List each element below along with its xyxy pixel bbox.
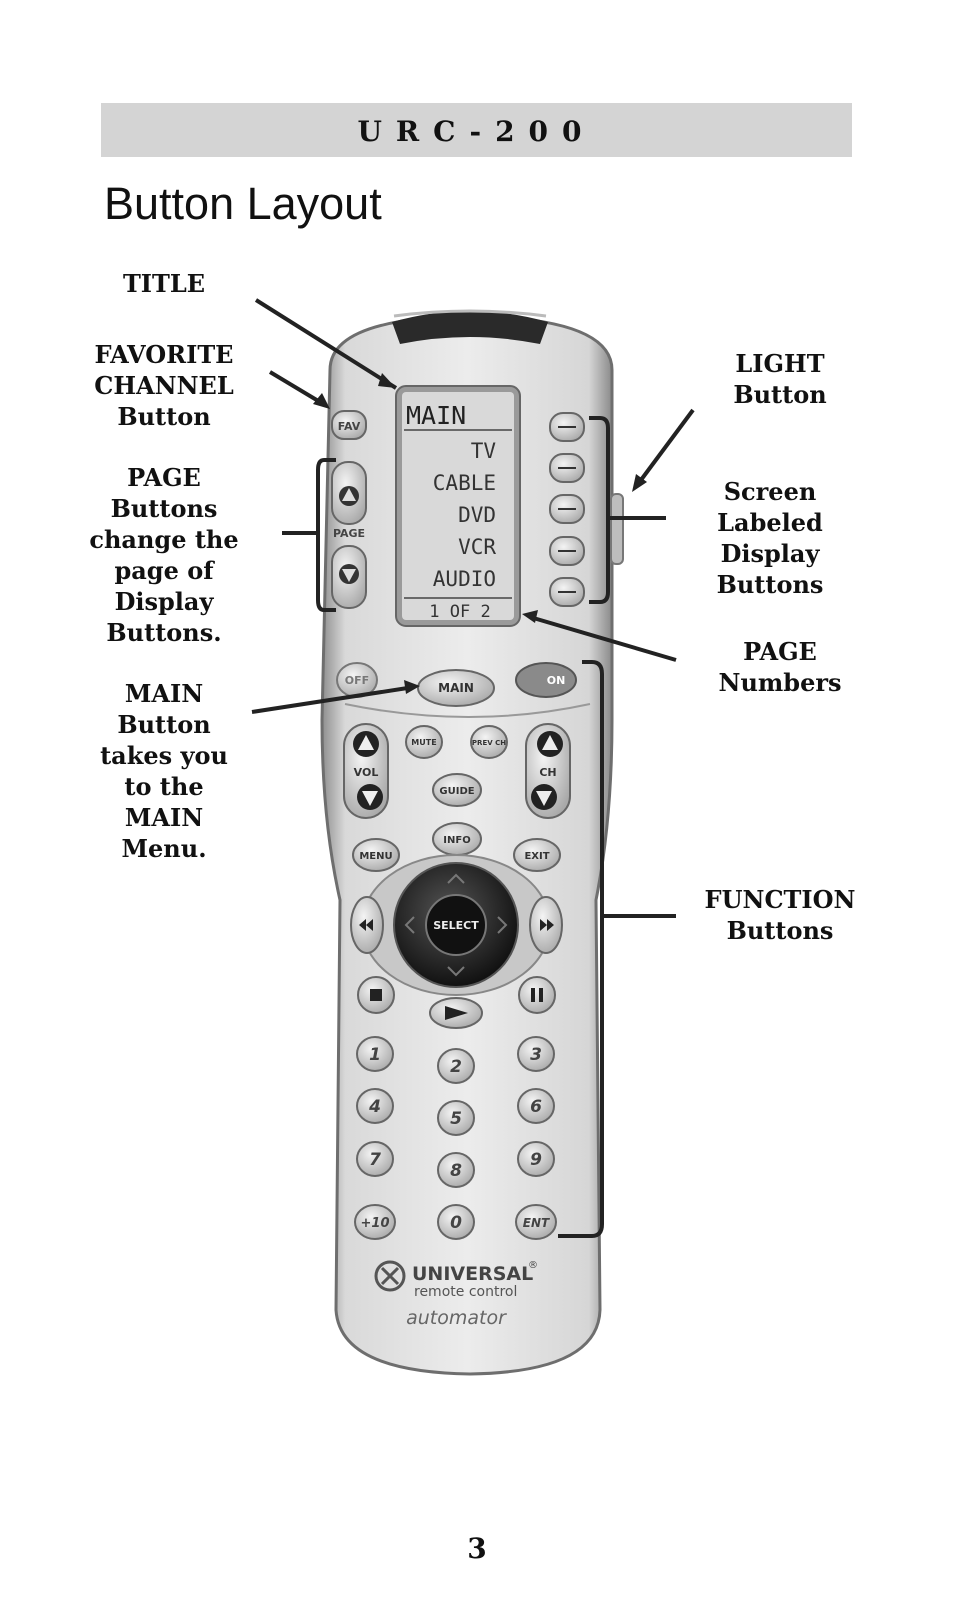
digit-3: 3 xyxy=(530,1045,542,1065)
main-button xyxy=(417,669,495,707)
digit-5: 5 xyxy=(450,1109,462,1129)
digit-8: 8 xyxy=(450,1161,462,1181)
screen-item-1: TV xyxy=(471,439,497,463)
main-arrow-line xyxy=(251,685,415,714)
callout-favorite-channel: FAVORITE CHANNEL Button xyxy=(94,340,234,431)
vol-down-icon xyxy=(362,791,378,806)
stop-icon xyxy=(370,989,382,1001)
pause-button xyxy=(518,976,556,1014)
brand-registered: ® xyxy=(528,1260,538,1271)
callout-lines xyxy=(251,298,695,1238)
fav-arrow-icon xyxy=(313,393,330,409)
screen-title: MAIN xyxy=(406,401,466,430)
digit-1: 1 xyxy=(369,1045,381,1065)
select-button xyxy=(425,894,487,956)
page-label: PAGE xyxy=(333,527,365,540)
callout-page-buttons: PAGE Buttons change the page of Display … xyxy=(89,463,239,647)
page-up-icon xyxy=(342,488,356,501)
model-title: URC-200 xyxy=(357,115,596,148)
pause-icon xyxy=(539,988,543,1002)
function-bracket xyxy=(558,660,604,1238)
title-arrow-icon xyxy=(378,373,396,388)
digit-4: 4 xyxy=(368,1097,381,1117)
ir-window xyxy=(392,311,548,344)
dpad-up-icon xyxy=(447,873,465,884)
light-arrow-icon xyxy=(632,474,647,492)
main-arrow-icon xyxy=(404,680,420,694)
digit-7: 7 xyxy=(369,1150,381,1170)
vol-up-icon xyxy=(358,735,374,750)
info-label: INFO xyxy=(443,835,470,846)
ch-label: CH xyxy=(539,766,556,779)
light-button xyxy=(610,493,624,565)
play-icon xyxy=(445,1006,468,1020)
page-down-icon xyxy=(342,569,356,582)
exit-label: EXIT xyxy=(524,851,549,862)
ch-up-icon xyxy=(542,735,558,750)
screen-page-indicator: 1 OF 2 xyxy=(429,602,490,622)
callout-main-button: MAIN Button takes you to the MAIN Menu. xyxy=(100,679,228,863)
brand-tagline: remote control xyxy=(414,1284,517,1300)
on-button xyxy=(515,662,577,698)
off-label: OFF xyxy=(345,674,369,687)
fav-arrow-line xyxy=(268,370,327,407)
screen-item-4: VCR xyxy=(458,535,496,559)
digit-6: 6 xyxy=(530,1097,542,1117)
callout-function-buttons: FUNCTION Buttons xyxy=(704,885,856,945)
page-numbers-arrow-line xyxy=(529,615,677,662)
brand-logo-icon xyxy=(374,1260,406,1292)
screen-item-5: AUDIO xyxy=(433,567,496,591)
menu-button xyxy=(352,838,400,872)
digit-9: 9 xyxy=(530,1150,542,1170)
mute-label: MUTE xyxy=(411,738,436,747)
model-name: automator xyxy=(406,1307,507,1329)
exit-button xyxy=(513,838,561,872)
page-title: Button Layout xyxy=(104,178,382,229)
screen-item-2: CABLE xyxy=(433,471,496,495)
page-number: 3 xyxy=(467,1532,487,1565)
callout-light-button: LIGHT Button xyxy=(733,349,827,409)
select-label: SELECT xyxy=(433,919,479,932)
fav-button xyxy=(331,410,367,440)
guide-label: GUIDE xyxy=(439,786,474,797)
callout-title: TITLE xyxy=(122,269,206,298)
dpad-left-icon xyxy=(404,916,415,934)
light-arrow-line xyxy=(636,408,695,486)
plus10-label: +10 xyxy=(361,1216,390,1231)
page-numbers-arrow-icon xyxy=(522,610,538,623)
digit-0: 0 xyxy=(450,1213,462,1233)
on-label: ON xyxy=(547,674,566,687)
rewind-icon xyxy=(359,919,373,931)
brand-name: UNIVERSAL xyxy=(412,1263,533,1285)
lcd-screen xyxy=(402,392,514,620)
fast-forward-icon xyxy=(540,919,554,931)
vol-label: VOL xyxy=(354,766,379,779)
prev-ch-button xyxy=(470,725,508,759)
callout-screen-labeled-buttons: Screen Labeled Display Buttons xyxy=(716,477,824,599)
guide-button xyxy=(432,773,482,807)
header-bar: URC-200 xyxy=(101,103,852,157)
title-arrow-line xyxy=(254,298,398,390)
callout-page-numbers: PAGE Numbers xyxy=(718,637,842,697)
number-pad xyxy=(354,1036,557,1240)
dpad-down-icon xyxy=(447,966,465,977)
dpad-right-icon xyxy=(497,916,508,934)
screen-item-3: DVD xyxy=(458,503,496,527)
prev-ch-label: PREV CH xyxy=(472,739,506,747)
ent-label: ENT xyxy=(523,1216,550,1230)
ch-down-icon xyxy=(536,791,552,806)
main-label: MAIN xyxy=(438,681,474,695)
menu-label: MENU xyxy=(359,851,392,862)
digit-2: 2 xyxy=(450,1057,462,1077)
fav-label: FAV xyxy=(338,420,361,433)
mute-button xyxy=(405,725,443,759)
display-bracket xyxy=(589,416,610,604)
